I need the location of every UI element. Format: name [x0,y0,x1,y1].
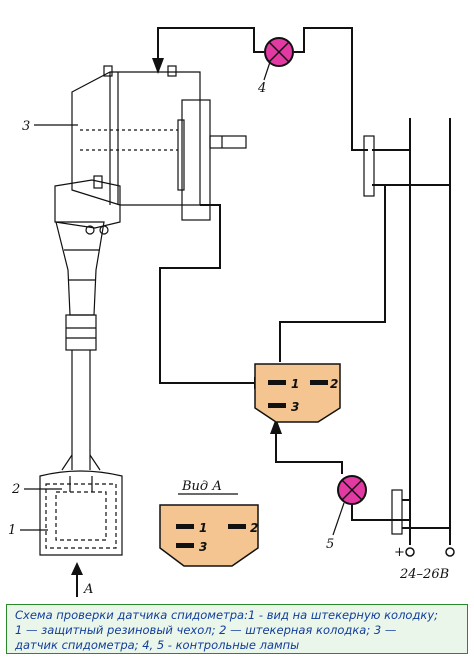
figure-caption: Схема проверки датчика спидометра:1 - ви… [6,604,468,654]
pin-label: 3 [199,540,207,554]
pin-label: 2 [250,521,258,535]
label-plus: + [394,545,405,560]
view-a-connector: 1 2 3 [159,504,259,567]
label-sensor: 3 [22,119,30,134]
label-boot: 1 [8,523,16,538]
wiring-diagram: 1 2 3 1 2 3 3 2 1 A 4 5 Вид А + 24–26В [8,27,455,597]
lamp-5 [337,475,367,505]
pin-label: 2 [330,377,338,391]
rubber-boot [39,470,123,556]
pin-label: 1 [199,521,207,535]
caption-line: Схема проверки датчика спидометра:1 - ви… [15,608,439,622]
caption-line: 1 — защитный резиновый чехол; 2 — штекер… [15,623,397,637]
speedometer-sensor [54,65,247,471]
label-lamp-5: 5 [326,537,334,552]
label-sleeve: 2 [11,482,20,497]
label-voltage: 24–26В [399,567,449,582]
view-arrow [71,562,83,597]
label-lamp-4: 4 [257,81,266,96]
label-view-arrow: A [83,582,93,597]
lamp-4 [264,37,294,67]
pin-label: 1 [291,377,299,391]
view-a-title: Вид А [181,479,222,494]
connector-block: 1 2 3 [254,363,341,423]
caption-line: датчик спидометра; 4, 5 - контрольные ла… [15,638,300,652]
pin-label: 3 [291,400,299,414]
